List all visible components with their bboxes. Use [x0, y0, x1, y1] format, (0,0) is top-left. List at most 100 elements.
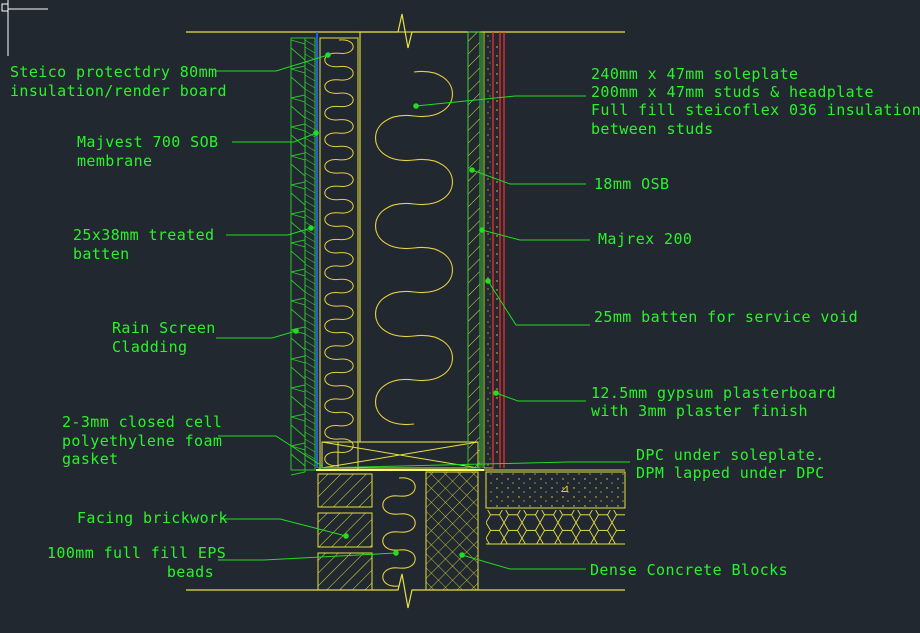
- batten-hatch: [304, 333, 316, 341]
- facing-brickwork: [317, 473, 373, 591]
- label-foam-1: 2-3mm closed cell: [62, 413, 222, 431]
- batten-hatch: [304, 375, 316, 383]
- batten-hatch: [304, 249, 316, 257]
- batten-hatch: [304, 312, 316, 320]
- cladding-hatch: [290, 366, 306, 380]
- batten-hatch: [304, 403, 316, 411]
- leader-dots: [293, 52, 499, 558]
- cladding-hatch: [290, 337, 306, 351]
- label-blocks: Dense Concrete Blocks: [590, 561, 788, 579]
- gypsum-plasterboard: [492, 32, 505, 468]
- cladding-hatch: [290, 134, 306, 148]
- batten-hatch: [304, 102, 316, 110]
- soleplate: [321, 441, 479, 469]
- ucs-icon: [1, 0, 48, 56]
- steico-insulation-curl: [324, 39, 354, 467]
- batten-hatch: [304, 179, 316, 187]
- batten-hatch: [304, 242, 316, 250]
- batten-hatch: [304, 137, 316, 145]
- batten-hatch: [304, 130, 316, 138]
- cladding-hatch: [290, 192, 306, 206]
- service-void-batten: [483, 31, 494, 469]
- cladding-hatch: [290, 424, 306, 438]
- cladding-hatch: [290, 221, 306, 235]
- batten-hatch: [304, 158, 316, 166]
- label-soleplate-4: between studs: [591, 120, 714, 138]
- cladding-hatch: [290, 308, 306, 322]
- batten-hatch: [304, 88, 316, 96]
- label-batten-1: 25x38mm treated: [73, 226, 214, 244]
- label-majvest-2: membrane: [77, 152, 152, 170]
- cladding-hatch: [290, 76, 306, 90]
- batten-hatch: [304, 452, 316, 460]
- label-dpc-2: DPM lapped under DPC: [636, 464, 825, 482]
- label-osb: 18mm OSB: [594, 175, 669, 193]
- batten-hatch: [304, 438, 316, 446]
- batten-hatch: [304, 235, 316, 243]
- batten-hatch: [304, 459, 316, 467]
- steicoflex-insulation: [375, 71, 453, 425]
- batten-hatch: [304, 186, 316, 194]
- floor-slab: ⊿: [485, 471, 626, 545]
- batten-hatch: [304, 151, 316, 159]
- batten-hatch: [304, 298, 316, 306]
- cladding-hatch: [290, 453, 306, 467]
- cladding-hatch: [290, 105, 306, 119]
- batten-hatch: [304, 431, 316, 439]
- label-eps-2: beads: [167, 563, 214, 581]
- batten-hatch: [304, 207, 316, 215]
- batten-hatch: [304, 193, 316, 201]
- batten-hatch: [304, 228, 316, 236]
- batten-hatch: [304, 291, 316, 299]
- batten-hatch: [304, 39, 316, 47]
- batten-hatch: [304, 109, 316, 117]
- label-soleplate-2: 200mm x 47mm studs & headplate: [591, 83, 874, 101]
- label-soleplate-1: 240mm x 47mm soleplate: [591, 65, 798, 83]
- batten-hatch: [304, 116, 316, 124]
- batten-hatch: [304, 340, 316, 348]
- break-line-top: [186, 13, 625, 49]
- batten-hatch: [304, 74, 316, 82]
- label-service: 25mm batten for service void: [594, 308, 858, 326]
- batten-hatch: [304, 410, 316, 418]
- batten-hatch: [304, 123, 316, 131]
- batten-hatch: [304, 263, 316, 271]
- leader-lines: [215, 54, 630, 570]
- cladding-hatch: [290, 395, 306, 409]
- batten-hatch: [304, 361, 316, 369]
- dense-concrete-blocks: [425, 471, 479, 591]
- batten-hatch: [304, 46, 316, 54]
- osb-board: [467, 31, 481, 469]
- batten-hatch: [304, 67, 316, 75]
- batten-hatch: [304, 417, 316, 425]
- batten-hatch: [304, 214, 316, 222]
- label-soleplate-3: Full fill steicoflex 036 insulation: [591, 101, 920, 119]
- label-rain-2: Cladding: [112, 338, 187, 356]
- batten-hatch: [304, 319, 316, 327]
- batten-hatch: [304, 396, 316, 404]
- label-steico-1: Steico protectdry 80mm: [10, 63, 217, 81]
- batten-hatch: [304, 200, 316, 208]
- batten-hatch: [304, 256, 316, 264]
- label-gypsum-2: with 3mm plaster finish: [591, 402, 808, 420]
- label-steico-2: insulation/render board: [10, 82, 227, 100]
- batten-hatch: [304, 284, 316, 292]
- batten-hatch: [304, 347, 316, 355]
- treated-batten: [304, 37, 316, 471]
- label-rain-1: Rain Screen: [112, 319, 216, 337]
- batten-hatch: [304, 172, 316, 180]
- batten-hatch: [304, 326, 316, 334]
- label-eps-1: 100mm full fill EPS: [47, 544, 226, 562]
- label-gypsum-1: 12.5mm gypsum plasterboard: [591, 384, 836, 402]
- label-majvest-1: Majvest 700 SOB: [77, 133, 218, 151]
- label-foam-2: polyethylene foam: [62, 432, 222, 450]
- batten-hatch: [304, 445, 316, 453]
- rain-screen-cladding: [290, 37, 306, 476]
- batten-hatch: [304, 165, 316, 173]
- cladding-hatch: [290, 250, 306, 264]
- cladding-hatch: [290, 47, 306, 61]
- batten-hatch: [304, 424, 316, 432]
- label-dpc-1: DPC under soleplate.: [636, 446, 825, 464]
- break-line-bottom: [186, 573, 625, 609]
